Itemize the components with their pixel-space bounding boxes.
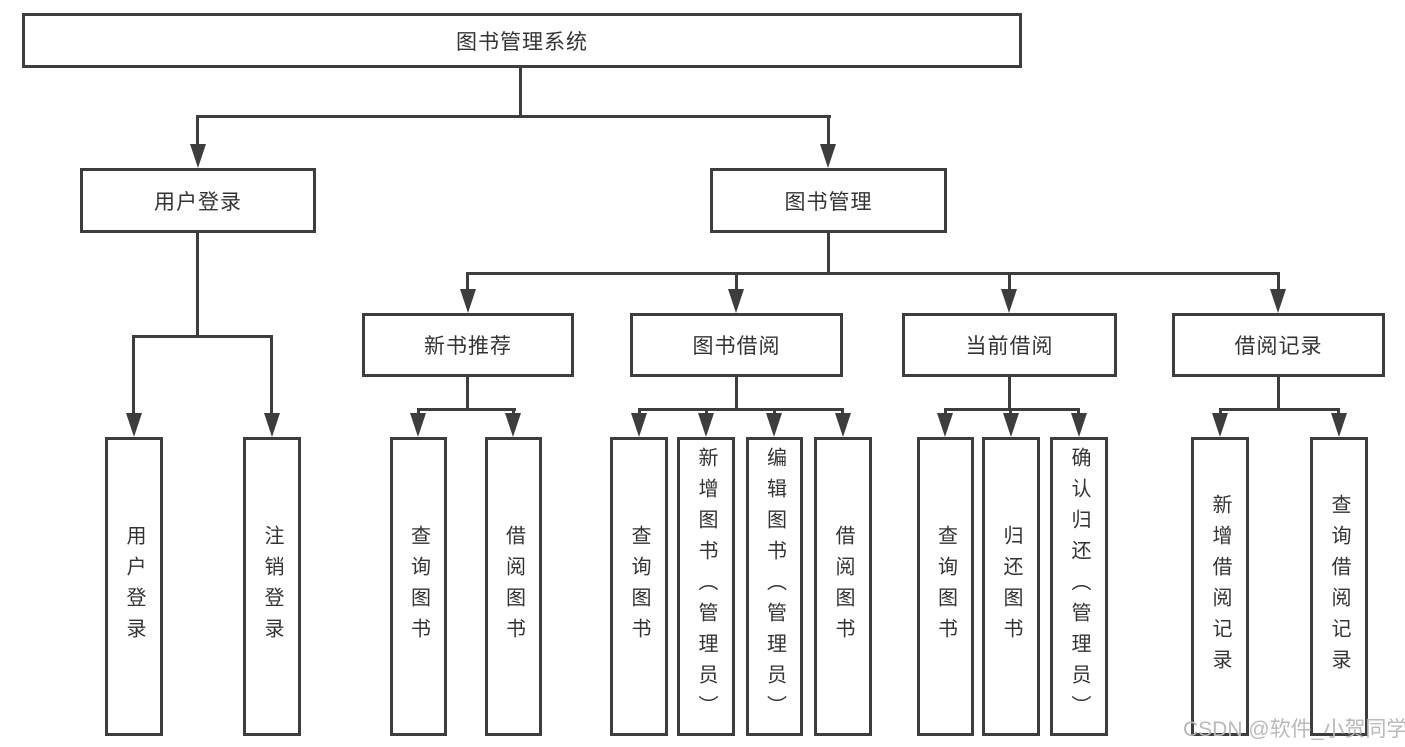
leaf-current-return-books: 归还图书 bbox=[982, 437, 1040, 736]
connector-mgmt-hline bbox=[466, 272, 1280, 275]
connector-stem bbox=[735, 272, 738, 292]
leaf-recommend-query-books-label: 查询图书 bbox=[407, 524, 430, 649]
arrowhead-icon bbox=[937, 413, 953, 437]
node-book-borrowing: 图书借阅 bbox=[630, 313, 843, 377]
connector-stem bbox=[827, 115, 830, 145]
arrowhead-icon bbox=[1003, 413, 1019, 437]
leaf-borrow-borrow-books: 借阅图书 bbox=[814, 437, 872, 736]
connector-root-hline bbox=[197, 115, 831, 118]
arrowhead-icon bbox=[190, 144, 206, 168]
connector-stem bbox=[132, 335, 135, 415]
connector-borrow-hline bbox=[638, 408, 844, 411]
connector-stem bbox=[512, 408, 515, 416]
connector-stem bbox=[1337, 408, 1340, 416]
connector-records-vline bbox=[1277, 377, 1280, 410]
leaf-recommend-borrow-books-label: 借阅图书 bbox=[502, 524, 525, 649]
node-user-login: 用户登录 bbox=[80, 168, 316, 233]
connector-mgmt-vline bbox=[827, 233, 830, 275]
node-book-management-label: 图书管理 bbox=[784, 190, 873, 214]
leaf-borrow-add-books-admin: 新增图书（管理员） bbox=[677, 437, 735, 736]
arrowhead-icon bbox=[1331, 413, 1347, 437]
node-root-label: 图书管理系统 bbox=[456, 30, 588, 54]
connector-stem bbox=[1219, 408, 1222, 416]
connector-stem bbox=[944, 408, 947, 416]
csdn-watermark: CSDN @软件_小贺同学 bbox=[1183, 718, 1405, 741]
leaf-borrow-edit-books-admin: 编辑图书（管理员） bbox=[746, 437, 803, 736]
connector-stem bbox=[773, 408, 776, 416]
connector-recommend-vline bbox=[466, 377, 469, 410]
connector-stem bbox=[1008, 272, 1011, 292]
arrowhead-icon bbox=[631, 413, 647, 437]
connector-records-hline bbox=[1219, 408, 1340, 411]
connector-current-vline bbox=[1008, 377, 1011, 410]
node-new-book-recommend: 新书推荐 bbox=[362, 313, 574, 377]
arrowhead-icon bbox=[264, 413, 280, 437]
connector-recommend-hline bbox=[417, 408, 516, 411]
leaf-records-add-record: 新增借阅记录 bbox=[1191, 437, 1249, 736]
connector-stem bbox=[466, 272, 469, 292]
connector-current-hline bbox=[944, 408, 1080, 411]
leaf-user-login: 用户登录 bbox=[105, 437, 163, 736]
arrowhead-icon bbox=[698, 413, 714, 437]
arrowhead-icon bbox=[1071, 413, 1087, 437]
leaf-recommend-query-books: 查询图书 bbox=[390, 437, 447, 736]
arrowhead-icon bbox=[766, 413, 782, 437]
node-current-borrowing-label: 当前借阅 bbox=[965, 335, 1054, 358]
node-book-management: 图书管理 bbox=[710, 168, 947, 233]
node-new-book-recommend-label: 新书推荐 bbox=[424, 335, 512, 358]
leaf-current-confirm-return-admin: 确认归还（管理员） bbox=[1050, 437, 1108, 736]
leaf-records-query-record-label: 查询借阅记录 bbox=[1328, 493, 1350, 680]
leaf-recommend-borrow-books: 借阅图书 bbox=[485, 437, 542, 736]
connector-stem bbox=[417, 408, 420, 416]
arrowhead-icon bbox=[505, 413, 521, 437]
leaf-user-login-label: 用户登录 bbox=[123, 524, 145, 649]
arrowhead-icon bbox=[410, 413, 426, 437]
connector-stem bbox=[270, 335, 273, 415]
node-current-borrowing: 当前借阅 bbox=[902, 313, 1117, 377]
connector-login-vline bbox=[196, 233, 199, 338]
arrowhead-icon bbox=[126, 413, 142, 437]
arrowhead-icon bbox=[460, 289, 476, 313]
connector-root-vline bbox=[519, 68, 522, 118]
node-book-borrowing-label: 图书借阅 bbox=[692, 335, 781, 358]
leaf-logout: 注销登录 bbox=[243, 437, 301, 736]
leaf-current-query-books-label: 查询图书 bbox=[934, 524, 957, 649]
arrowhead-icon bbox=[1001, 289, 1017, 313]
node-root: 图书管理系统 bbox=[22, 13, 1022, 68]
leaf-current-query-books: 查询图书 bbox=[917, 437, 974, 736]
connector-stem bbox=[1009, 408, 1012, 416]
leaf-borrow-borrow-books-label: 借阅图书 bbox=[832, 524, 854, 649]
connector-stem bbox=[841, 408, 844, 416]
node-borrowing-records-label: 借阅记录 bbox=[1234, 335, 1323, 358]
connector-stem bbox=[638, 408, 641, 416]
leaf-borrow-edit-books-admin-label: 编辑图书（管理员） bbox=[763, 447, 786, 726]
connector-stem bbox=[705, 408, 708, 416]
leaf-borrow-query-books: 查询图书 bbox=[610, 437, 668, 736]
node-user-login-label: 用户登录 bbox=[154, 190, 242, 214]
arrowhead-icon bbox=[728, 289, 744, 313]
connector-stem bbox=[1277, 272, 1280, 292]
arrowhead-icon bbox=[1270, 289, 1286, 313]
arrowhead-icon bbox=[1212, 413, 1228, 437]
node-borrowing-records: 借阅记录 bbox=[1172, 313, 1385, 377]
arrowhead-icon bbox=[835, 413, 851, 437]
leaf-current-confirm-return-admin-label: 确认归还（管理员） bbox=[1068, 447, 1090, 726]
leaf-records-query-record: 查询借阅记录 bbox=[1310, 437, 1368, 736]
connector-borrow-vline bbox=[735, 377, 738, 410]
leaf-records-add-record-label: 新增借阅记录 bbox=[1209, 493, 1231, 680]
leaf-borrow-query-books-label: 查询图书 bbox=[628, 524, 650, 649]
leaf-current-return-books-label: 归还图书 bbox=[1000, 524, 1022, 649]
arrowhead-icon bbox=[820, 144, 836, 168]
leaf-logout-label: 注销登录 bbox=[261, 524, 283, 649]
connector-stem bbox=[1077, 408, 1080, 416]
connector-login-hline bbox=[132, 335, 273, 338]
leaf-borrow-add-books-admin-label: 新增图书（管理员） bbox=[695, 447, 717, 726]
connector-stem bbox=[196, 115, 199, 145]
